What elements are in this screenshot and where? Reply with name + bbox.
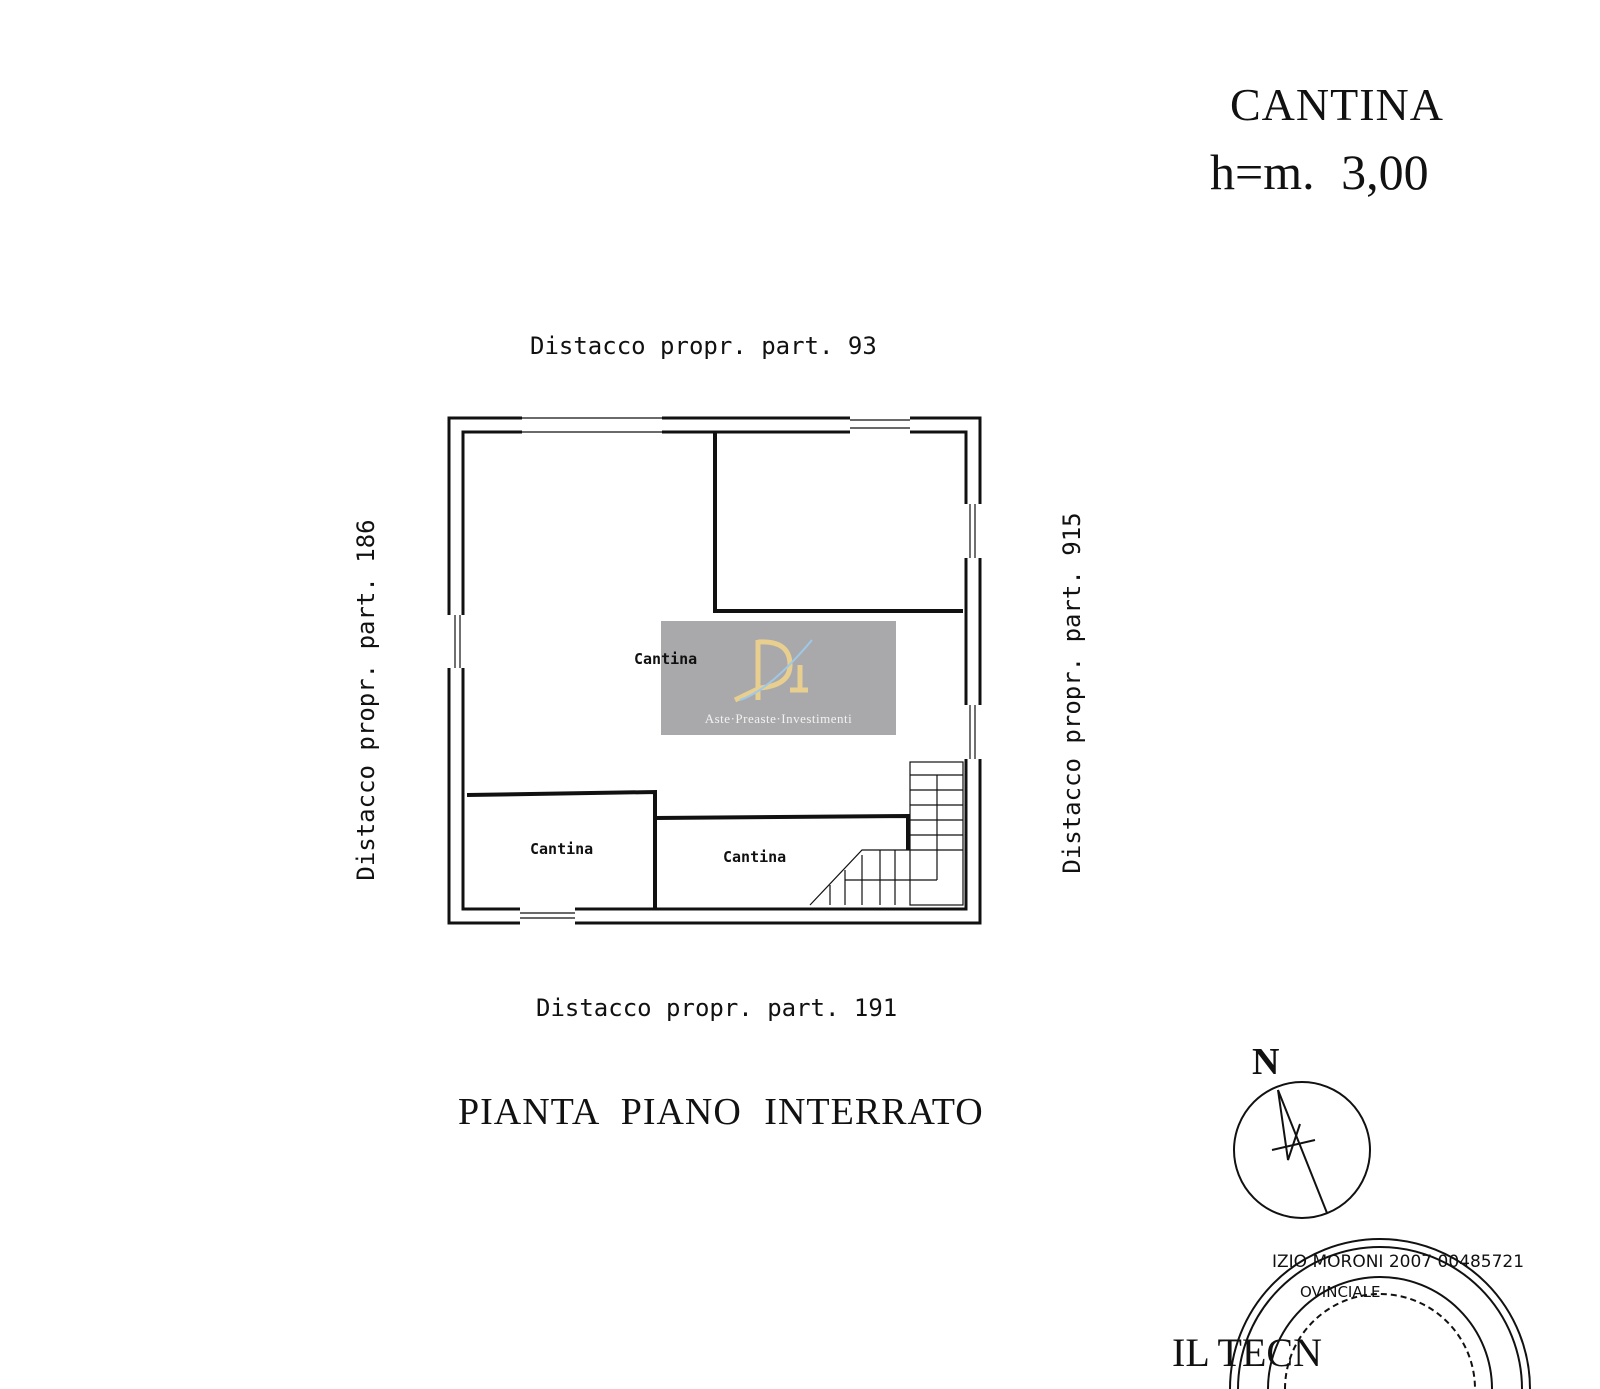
- room-label-main: Cantina: [634, 650, 698, 668]
- openings: [447, 416, 983, 926]
- compass-rose: [1233, 1081, 1371, 1219]
- boundary-top-label: Distacco propr. part. 93: [530, 332, 877, 360]
- boundary-bottom-label: Distacco propr. part. 191: [536, 994, 898, 1022]
- ceiling-height: h=m. 3,00: [1210, 144, 1429, 200]
- stairs: [809, 761, 964, 906]
- watermark-text: Aste·Preaste·Investimenti: [704, 711, 853, 726]
- logo: [661, 621, 896, 735]
- interior-walls: [466, 433, 963, 908]
- stamp: [1229, 1238, 1531, 1389]
- signature-label: IL TECN: [1172, 1330, 1322, 1375]
- stamp-text-inner: OVINCIALE: [1300, 1283, 1381, 1301]
- compass-north-label: N: [1252, 1041, 1280, 1083]
- stamp-text-outer: IZIO MORONI 2007 00485721: [1272, 1252, 1525, 1272]
- drawing-title: CANTINA: [1230, 79, 1444, 130]
- plan-title: PIANTA PIANO INTERRATO: [458, 1091, 984, 1133]
- outer-walls: [447, 416, 982, 925]
- watermark: Aste·Preaste·Investimenti: [661, 621, 896, 735]
- room-label-bottom-middle: Cantina: [723, 848, 787, 866]
- room-label-bottom-left: Cantina: [530, 840, 594, 858]
